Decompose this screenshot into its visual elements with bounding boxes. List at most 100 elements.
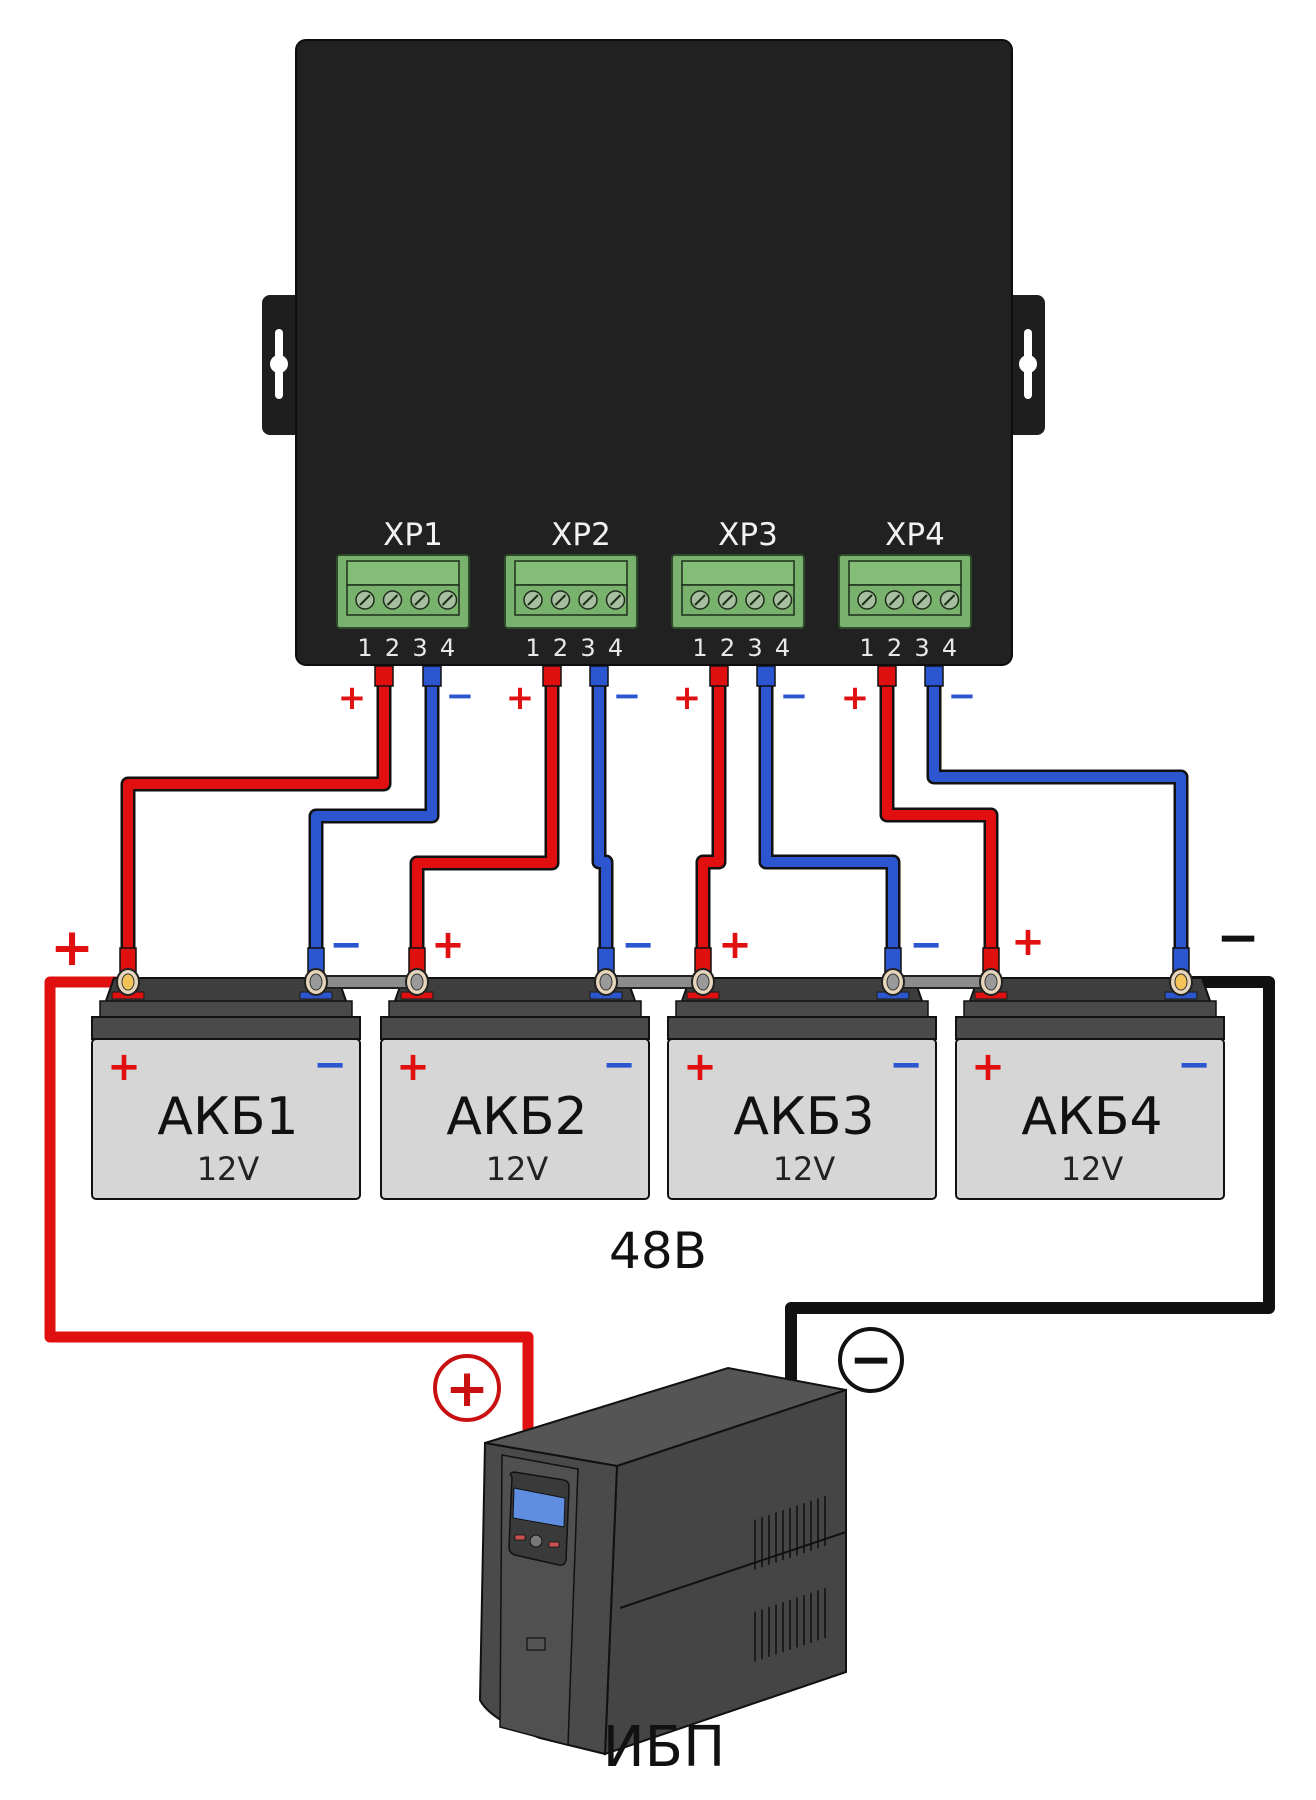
pin-number: 2 [553,634,568,662]
pin-number: 1 [859,634,874,662]
ups [478,1366,847,1756]
battery-voltage: 12V [197,1150,260,1188]
battery-label: АКБ2 [446,1087,587,1147]
connector-minus-sign: − [780,676,809,716]
ups-label: ИБП [603,1715,725,1780]
ferrule [589,665,609,687]
pin-number: 3 [747,634,762,662]
connector-minus-sign: − [446,676,475,716]
pin-number: 2 [385,634,400,662]
battery-minus-mark: − [313,1042,347,1088]
connector-label: XP2 [551,517,611,553]
wire-xp2-positive[interactable] [412,670,557,950]
bank-plus-sign: + [50,918,94,978]
ferrule [924,665,944,687]
total-voltage-label: 48В [609,1222,707,1280]
wire-xp4-positive[interactable] [882,670,996,950]
pin-number: 2 [887,634,902,662]
connector-plus-sign: + [673,678,702,718]
connector-plus-sign: + [506,678,535,718]
ferrule [422,665,442,687]
battery-voltage: 12V [1061,1150,1124,1188]
ferrule [374,665,394,687]
ups-minus-sign: − [849,1330,893,1390]
wire-xp1-negative[interactable] [311,670,437,950]
terminal-sign: + [1011,919,1045,965]
pin-number: 4 [942,634,957,662]
battery-voltage: 12V [773,1150,836,1188]
ups-plus-sign: + [445,1359,489,1419]
battery-case [667,1038,937,1200]
connector-minus-sign: − [948,676,977,716]
ups-power-button [529,1534,543,1548]
pin-number: 4 [775,634,790,662]
mounting-ear-right [1005,295,1045,435]
battery-plus-mark: + [107,1044,141,1090]
battery-minus-mark: − [1177,1042,1211,1088]
pin-number: 3 [580,634,595,662]
terminal-sign: − [909,922,943,968]
wire-xp2-negative[interactable] [594,670,611,950]
battery-voltage: 12V [486,1150,549,1188]
pin-number: 3 [914,634,929,662]
battery-case [91,1038,361,1200]
battery-minus-mark: − [602,1042,636,1088]
series-jumper [892,975,992,989]
ferrule [709,665,729,687]
connector-label: XP4 [885,517,945,553]
main-positive-cable[interactable] [44,976,534,1430]
ups-display [512,1487,566,1528]
series-jumper [605,975,704,989]
connector-minus-sign: − [613,676,642,716]
battery-plus-mark: + [396,1044,430,1090]
pin-number: 3 [412,634,427,662]
ferrule [756,665,776,687]
battery-case [955,1038,1225,1200]
battery-plus-mark: + [683,1044,717,1090]
connector-plus-sign: + [841,678,870,718]
ferrule [877,665,897,687]
bank-minus-sign: − [1216,908,1260,968]
connector-label: XP1 [383,517,443,553]
ups-vents [754,1496,826,1662]
ups-button-right [548,1541,560,1548]
battery-terminals [111,947,1198,1000]
ups-button-left [514,1534,526,1541]
series-jumper [315,975,418,989]
ferrule [542,665,562,687]
pin-number: 4 [440,634,455,662]
wire-xp3-positive[interactable] [698,670,724,950]
battery-case [380,1038,650,1200]
wires: +−+−+−+−+−−+−+−+ [44,665,1275,1430]
battery-label: АКБ3 [733,1087,874,1147]
wire-xp1-positive[interactable] [123,670,389,950]
terminal-sign: + [718,922,752,968]
connector-plus-sign: + [338,678,367,718]
wire-xp4-negative[interactable] [929,670,1186,950]
terminal-sign: − [621,922,655,968]
pin-number: 1 [692,634,707,662]
pin-number: 4 [608,634,623,662]
ups-minus-symbol: − [838,1327,904,1393]
battery-plus-mark: + [971,1044,1005,1090]
connector-label: XP3 [718,517,778,553]
terminal-sign: − [329,922,363,968]
ups-indicator [526,1637,546,1651]
pin-number: 2 [720,634,735,662]
pin-number: 1 [357,634,372,662]
wire-xp3-negative[interactable] [761,670,898,950]
main-negative-cable[interactable] [785,976,1275,1382]
battery-label: АКБ1 [157,1087,298,1147]
terminal-sign: + [431,922,465,968]
ups-plus-symbol: + [433,1354,501,1422]
